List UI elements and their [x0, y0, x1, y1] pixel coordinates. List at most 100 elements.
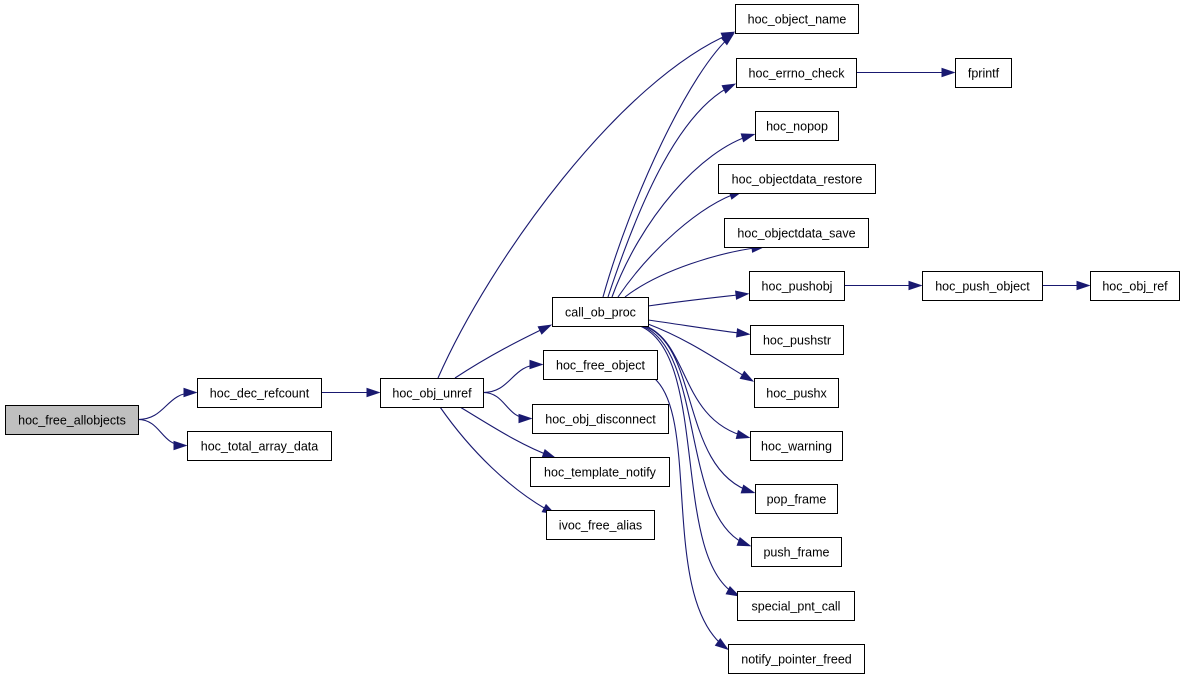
node-hoc-warning[interactable]: hoc_warning [750, 431, 843, 461]
node-hoc-free-object[interactable]: hoc_free_object [543, 350, 658, 380]
node-box[interactable] [5, 405, 139, 435]
node-box[interactable] [543, 350, 658, 380]
edge-line [647, 323, 752, 381]
edge-call_ob_proc-to-hoc_pushstr [647, 319, 751, 338]
edge-line [137, 391, 195, 421]
node-box[interactable] [735, 4, 859, 34]
arrowhead-icon [529, 359, 544, 370]
node-box[interactable] [380, 378, 484, 408]
node-box[interactable] [728, 644, 865, 674]
arrowhead-icon [714, 638, 729, 651]
node-hoc-pushx[interactable]: hoc_pushx [754, 378, 839, 408]
node-label: hoc_total_array_data [201, 440, 318, 454]
node-hoc-obj-disconnect[interactable]: hoc_obj_disconnect [532, 404, 669, 434]
node-hoc-template-notify[interactable]: hoc_template_notify [530, 457, 670, 487]
node-box[interactable] [737, 591, 855, 621]
node-box[interactable] [1090, 271, 1180, 301]
arrowhead-icon [541, 449, 557, 459]
node-label: hoc_pushobj [762, 280, 833, 294]
node-hoc-total-array-data[interactable]: hoc_total_array_data [187, 431, 332, 461]
node-box[interactable] [750, 431, 843, 461]
node-label: hoc_obj_unref [392, 387, 472, 401]
arrowhead-icon [735, 290, 750, 300]
edge-line [602, 34, 733, 298]
node-hoc-free-allobjects[interactable]: hoc_free_allobjects [5, 405, 139, 435]
edge-line [647, 293, 747, 307]
node-box[interactable] [197, 378, 322, 408]
arrowhead-icon [725, 585, 741, 597]
edge-call_ob_proc-to-hoc_object_name [602, 32, 735, 298]
edge-hoc_free_object-to-notify_pointer_freed [654, 378, 729, 651]
edge-line [639, 325, 738, 596]
edge-line [654, 378, 727, 649]
node-fprintf[interactable]: fprintf [955, 58, 1012, 88]
edge-hoc_push_object-to-hoc_obj_ref [1041, 280, 1091, 291]
node-label: hoc_objectdata_save [737, 227, 855, 241]
edge-call_ob_proc-to-special_pnt_call [639, 325, 741, 597]
node-box[interactable] [749, 271, 845, 301]
node-box[interactable] [736, 58, 857, 88]
node-hoc-nopop[interactable]: hoc_nopop [755, 111, 839, 141]
arrowhead-icon [740, 133, 756, 143]
node-special-pnt-call[interactable]: special_pnt_call [737, 591, 855, 621]
node-box[interactable] [552, 297, 649, 327]
node-label: hoc_free_allobjects [18, 414, 126, 428]
node-label: pop_frame [767, 493, 827, 507]
node-box[interactable] [754, 378, 839, 408]
node-box[interactable] [751, 537, 842, 567]
edge-line [137, 418, 185, 447]
node-hoc-objectdata-save[interactable]: hoc_objectdata_save [724, 218, 869, 248]
node-box[interactable] [530, 457, 670, 487]
node-label: hoc_obj_ref [1102, 280, 1168, 294]
node-label: hoc_obj_disconnect [545, 413, 656, 427]
node-hoc-obj-unref[interactable]: hoc_obj_unref [380, 378, 484, 408]
node-call-ob-proc[interactable]: call_ob_proc [552, 297, 649, 327]
node-ivoc-free-alias[interactable]: ivoc_free_alias [546, 510, 655, 540]
node-hoc-push-object[interactable]: hoc_push_object [922, 271, 1043, 301]
node-box[interactable] [750, 325, 844, 355]
edge-hoc_dec_refcount-to-hoc_obj_unref [320, 387, 381, 398]
edge-line [643, 325, 753, 493]
node-hoc-object-name[interactable]: hoc_object_name [735, 4, 859, 34]
node-hoc-objectdata-restore[interactable]: hoc_objectdata_restore [718, 164, 876, 194]
edge-call_ob_proc-to-pop_frame [643, 325, 756, 494]
node-box[interactable] [532, 404, 669, 434]
edge-line [624, 246, 763, 298]
edge-call_ob_proc-to-hoc_errno_check [607, 83, 737, 298]
arrowhead-icon [173, 440, 188, 451]
node-hoc-pushstr[interactable]: hoc_pushstr [750, 325, 844, 355]
node-label: hoc_pushstr [763, 334, 831, 348]
nodes-layer: hoc_free_allobjects hoc_dec_refcount hoc_t… [5, 4, 1180, 674]
edge-line [607, 84, 734, 298]
node-hoc-obj-ref[interactable]: hoc_obj_ref [1090, 271, 1180, 301]
node-label: hoc_warning [761, 440, 832, 454]
node-notify-pointer-freed[interactable]: notify_pointer_freed [728, 644, 865, 674]
node-box[interactable] [955, 58, 1012, 88]
edge-call_ob_proc-to-hoc_pushobj [647, 290, 750, 307]
node-box[interactable] [724, 218, 869, 248]
node-box[interactable] [755, 111, 839, 141]
node-pop-frame[interactable]: pop_frame [755, 484, 838, 514]
arrowhead-icon [183, 387, 198, 398]
node-hoc-pushobj[interactable]: hoc_pushobj [749, 271, 845, 301]
arrowhead-icon [736, 536, 752, 547]
node-box[interactable] [546, 510, 655, 540]
node-push-frame[interactable]: push_frame [751, 537, 842, 567]
node-label: fprintf [968, 67, 1000, 81]
node-hoc-dec-refcount[interactable]: hoc_dec_refcount [197, 378, 322, 408]
arrowhead-icon [739, 370, 755, 382]
node-box[interactable] [922, 271, 1043, 301]
node-hoc-errno-check[interactable]: hoc_errno_check [736, 58, 857, 88]
arrowhead-icon [1076, 280, 1091, 291]
arrowhead-icon [720, 32, 735, 46]
node-box[interactable] [187, 431, 332, 461]
node-box[interactable] [755, 484, 838, 514]
edge-hoc_free_allobjects-to-hoc_total_array_data [137, 418, 188, 451]
arrowhead-icon [537, 324, 553, 335]
node-box[interactable] [718, 164, 876, 194]
arrowhead-icon [740, 484, 756, 494]
edge-hoc_obj_unref-to-hoc_free_object [482, 359, 544, 394]
edge-line [459, 406, 554, 458]
arrowhead-icon [366, 387, 381, 398]
